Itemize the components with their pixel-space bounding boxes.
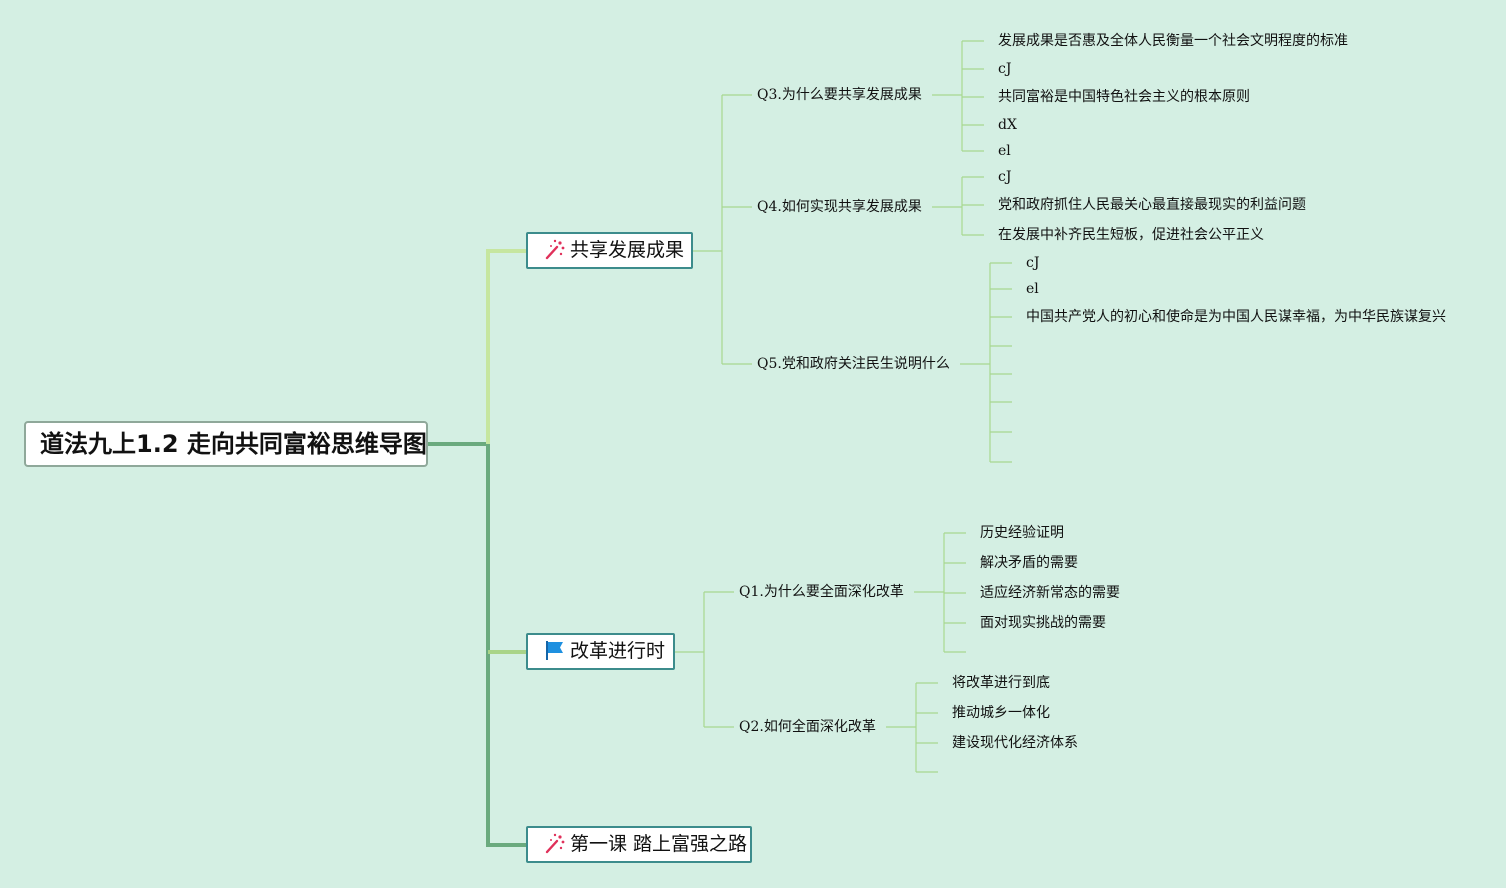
leaf-q4-2[interactable]: 党和政府抓住人民最关心最直接最现实的利益问题 — [998, 197, 1306, 213]
trunk-line-lower — [486, 444, 526, 847]
q3-leaf-links — [962, 40, 984, 152]
leaf-q5-1[interactable]: cJ — [1026, 255, 1040, 271]
fireworks-icon — [545, 239, 565, 260]
question-q4[interactable]: Q4.如何实现共享发展成果 — [757, 199, 922, 215]
flag-icon — [546, 641, 563, 660]
q5-leaf-links — [990, 262, 1012, 463]
branch-label: 改革进行时 — [570, 640, 666, 662]
branch-label: 共享发展成果 — [570, 239, 685, 261]
q1-leaf-links — [944, 532, 966, 653]
leaf-q3-4[interactable]: dX — [998, 117, 1017, 133]
leaf-q5-3[interactable]: 中国共产党人的初心和使命是为中国人民谋幸福，为中华民族谋复兴 — [1026, 309, 1446, 325]
question-q3[interactable]: Q3.为什么要共享发展成果 — [757, 87, 922, 103]
branch-shared-development[interactable]: 共享发展成果 — [526, 232, 693, 269]
leaf-q1-1[interactable]: 历史经验证明 — [980, 525, 1064, 541]
leaf-q3-5[interactable]: el — [998, 143, 1011, 159]
q4-leaf-links — [962, 176, 984, 236]
leaf-q1-3[interactable]: 适应经济新常态的需要 — [980, 585, 1120, 601]
question-q5[interactable]: Q5.党和政府关注民生说明什么 — [757, 356, 950, 372]
leaf-q3-3[interactable]: 共同富裕是中国特色社会主义的根本原则 — [998, 89, 1250, 105]
q2-leaf-links — [916, 682, 938, 773]
leaf-q3-2[interactable]: cJ — [998, 61, 1012, 77]
leaf-q2-2[interactable]: 推动城乡一体化 — [952, 705, 1050, 721]
question-q1[interactable]: Q1.为什么要全面深化改革 — [739, 584, 904, 600]
question-q2[interactable]: Q2.如何全面深化改革 — [739, 719, 876, 735]
leaf-q4-1[interactable]: cJ — [998, 169, 1012, 185]
branch-reform[interactable]: 改革进行时 — [526, 633, 675, 670]
leaf-q1-4[interactable]: 面对现实挑战的需要 — [980, 615, 1106, 631]
leaf-q5-2[interactable]: el — [1026, 281, 1039, 297]
root-topic[interactable]: 道法九上1.2 走向共同富裕思维导图 — [24, 421, 428, 467]
fireworks-icon — [545, 833, 565, 854]
trunk-line-upper — [486, 249, 526, 444]
branch-label: 第一课 踏上富强之路 — [570, 833, 748, 855]
branch-lesson-one[interactable]: 第一课 踏上富强之路 — [526, 826, 752, 863]
leaf-q3-1[interactable]: 发展成果是否惠及全体人民衡量一个社会文明程度的标准 — [998, 33, 1348, 49]
leaf-q4-3[interactable]: 在发展中补齐民生短板，促进社会公平正义 — [998, 227, 1264, 243]
leaf-q2-1[interactable]: 将改革进行到底 — [952, 675, 1050, 691]
leaf-q1-2[interactable]: 解决矛盾的需要 — [980, 555, 1078, 571]
leaf-q2-3[interactable]: 建设现代化经济体系 — [952, 735, 1078, 751]
